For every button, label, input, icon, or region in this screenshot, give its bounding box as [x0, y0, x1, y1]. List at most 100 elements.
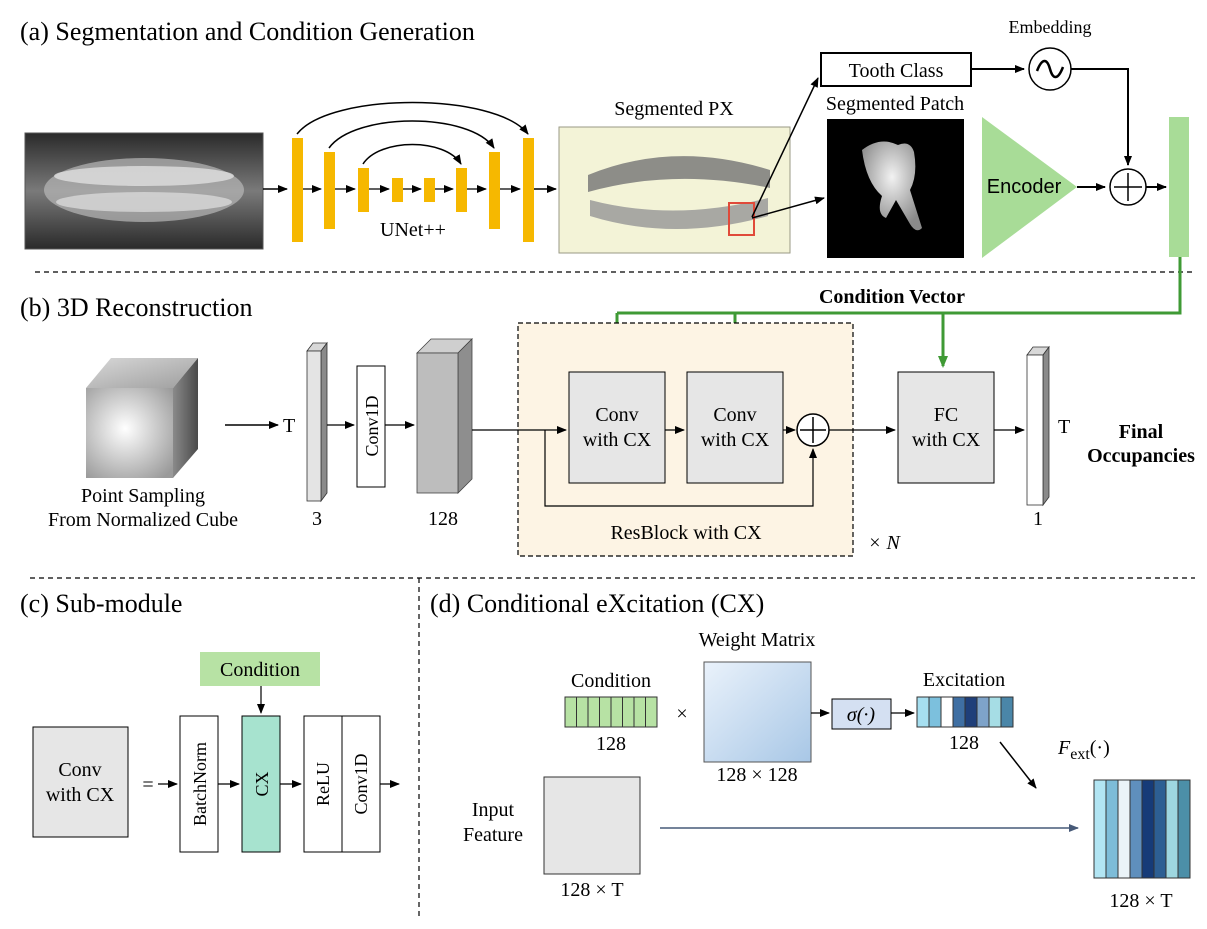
sigma-box: [831, 698, 892, 730]
conv-cx-2-line1: Conv: [713, 404, 756, 426]
unet-bar-4: [392, 178, 403, 202]
output-column: [1153, 779, 1167, 879]
excitation-cell: [964, 696, 978, 728]
conv-cx-block-2[interactable]: [686, 371, 784, 484]
condition-vector-bar: [1169, 117, 1189, 257]
output-feature-matrix: [1093, 779, 1191, 879]
unet-bar-2: [324, 152, 335, 229]
condition-box-c: [200, 652, 320, 686]
segmented-px-label: Segmented PX: [614, 98, 734, 120]
section-b-title: (b) 3D Reconstruction: [20, 293, 253, 322]
input-feature-line2: Feature: [463, 824, 523, 846]
condition-cell: [576, 696, 589, 728]
section-c-title: (c) Sub-module: [20, 589, 182, 618]
condition-label-d: Condition: [571, 670, 651, 692]
condition-cell: [587, 696, 600, 728]
condition-cell: [633, 696, 646, 728]
panoramic-xray-image: [24, 132, 264, 250]
weight-matrix-label: Weight Matrix: [699, 629, 816, 651]
f-ext-label: Fext(·): [1057, 737, 1110, 763]
output-tensor: [1026, 345, 1050, 507]
resblock-label: ResBlock with CX: [610, 522, 762, 544]
output-column: [1093, 779, 1107, 879]
dim-128-label: 128: [428, 508, 458, 530]
condition-cell: [610, 696, 623, 728]
unet-bar-3: [358, 168, 369, 212]
excitation-to-output-arrow: [999, 741, 1037, 789]
tooth-class-box: [820, 52, 972, 87]
unet-bar-1: [292, 138, 303, 242]
conv-cx-1-line1: Conv: [595, 404, 638, 426]
fc-cx-line2: with CX: [912, 429, 981, 451]
excitation-cell: [1000, 696, 1014, 728]
condition-vector-cells: [564, 696, 658, 728]
final-label-line1: Final: [1119, 421, 1164, 443]
unet-bar-7: [489, 152, 500, 229]
tooth-class-label: Tooth Class: [849, 60, 944, 82]
condition-label-c: Condition: [220, 659, 300, 681]
embedding-label: Embedding: [1009, 17, 1092, 37]
conv1d-label-c: Conv1D: [351, 753, 371, 814]
section-a-title: (a) Segmentation and Condition Generatio…: [20, 17, 475, 46]
unet-bar-8: [523, 138, 534, 242]
output-column: [1105, 779, 1119, 879]
unet-bar-5: [424, 178, 435, 202]
excitation-cell: [988, 696, 1002, 728]
input-t-label: T: [283, 415, 295, 437]
final-label-line2: Occupancies: [1087, 445, 1195, 467]
relu-label: ReLU: [313, 762, 333, 806]
condition-cell: [645, 696, 658, 728]
output-column: [1177, 779, 1191, 879]
unet-bar-6: [456, 168, 467, 212]
fc-cx-line1: FC: [934, 404, 958, 426]
weight-matrix-dim: 128 × 128: [716, 764, 797, 786]
output-column: [1129, 779, 1143, 879]
equals-sign: =: [142, 774, 153, 796]
batchnorm-label: BatchNorm: [190, 742, 210, 826]
fc-cx-block[interactable]: [897, 371, 995, 484]
segmented-patch-label: Segmented Patch: [826, 93, 964, 115]
output-column: [1141, 779, 1155, 879]
excitation-cell: [928, 696, 942, 728]
condition-cell: [564, 696, 577, 728]
dim-3-label: 3: [312, 508, 322, 530]
residual-skip-connection: [544, 430, 817, 507]
embedding-to-plus-arrow: [1071, 68, 1132, 166]
condition-vector-label: Condition Vector: [819, 286, 965, 308]
condition-cell: [599, 696, 612, 728]
input-feature-line1: Input: [472, 799, 515, 821]
condition-dim-label: 128: [596, 733, 626, 755]
excitation-cell: [976, 696, 990, 728]
sine-wave-icon: [1035, 59, 1065, 79]
output-t-label: T: [1058, 416, 1070, 438]
times-n-label: × N: [868, 532, 901, 554]
conv-cx-1-line2: with CX: [583, 429, 652, 451]
batchnorm-box: [179, 715, 219, 853]
sigma-label: σ(·): [847, 704, 876, 726]
output-column: [1165, 779, 1179, 879]
input-feature-matrix: [543, 776, 641, 875]
section-d-title: (d) Conditional eXcitation (CX): [430, 589, 764, 618]
output-column: [1117, 779, 1131, 879]
conv-c-line1: Conv: [58, 759, 101, 781]
excitation-cell: [916, 696, 930, 728]
segmented-patch-image: [827, 119, 964, 258]
excitation-cell: [940, 696, 954, 728]
output-feature-dim: 128 × T: [1109, 890, 1172, 912]
conv-cx-2-line2: with CX: [701, 429, 770, 451]
conv1d-label-b: Conv1D: [362, 395, 382, 456]
cx-box: [241, 715, 281, 853]
conv1d-box-b: [356, 365, 386, 488]
input-tensor: [306, 341, 328, 503]
conv-cx-box-c: [32, 726, 129, 838]
weight-matrix: [703, 661, 812, 763]
conv-c-line2: with CX: [46, 784, 115, 806]
unet-label: UNet++: [380, 219, 446, 241]
unet-plus-plus: [292, 101, 534, 242]
encoder-label: Encoder: [987, 176, 1062, 198]
segmented-px-image: [558, 126, 791, 254]
times-symbol: ×: [676, 703, 687, 725]
normalized-cube: [86, 358, 198, 478]
conv-cx-block-1[interactable]: [568, 371, 666, 484]
